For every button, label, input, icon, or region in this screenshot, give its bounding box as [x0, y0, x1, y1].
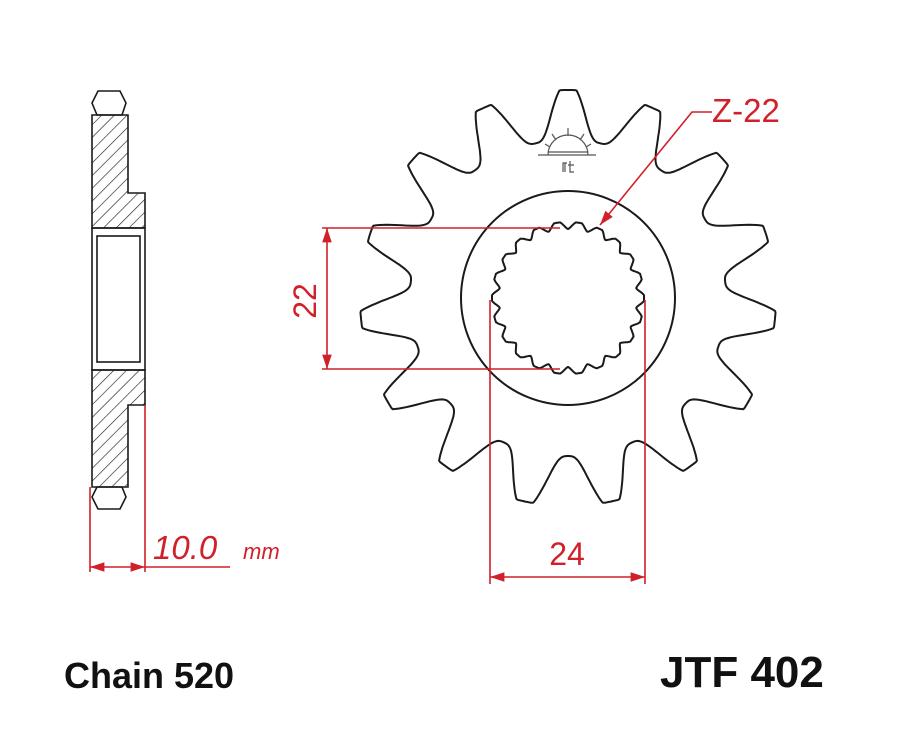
dimension-lines: [322, 111, 712, 584]
side-view: [91, 90, 146, 510]
spline-bore: [491, 221, 645, 375]
hub-circle: [460, 190, 676, 406]
side-lower-section: [91, 369, 146, 488]
part-number: JTF 402: [660, 648, 824, 697]
side-bore: [91, 227, 146, 371]
thickness-unit: mm: [243, 539, 280, 564]
bore-dimension-label: 22: [287, 283, 323, 319]
spline-width-label: 24: [549, 536, 585, 572]
spline-count-label: Z-22: [712, 92, 780, 129]
thickness-dimension: [89, 405, 230, 572]
thickness-value: 10.0: [153, 529, 218, 566]
manufacturer-logo: [538, 128, 596, 173]
side-top-tip: [91, 90, 127, 116]
side-bottom-tip: [91, 486, 127, 510]
sprocket-outline: [359, 89, 777, 504]
side-upper-section: [91, 114, 146, 229]
chain-size: Chain 520: [64, 655, 235, 696]
